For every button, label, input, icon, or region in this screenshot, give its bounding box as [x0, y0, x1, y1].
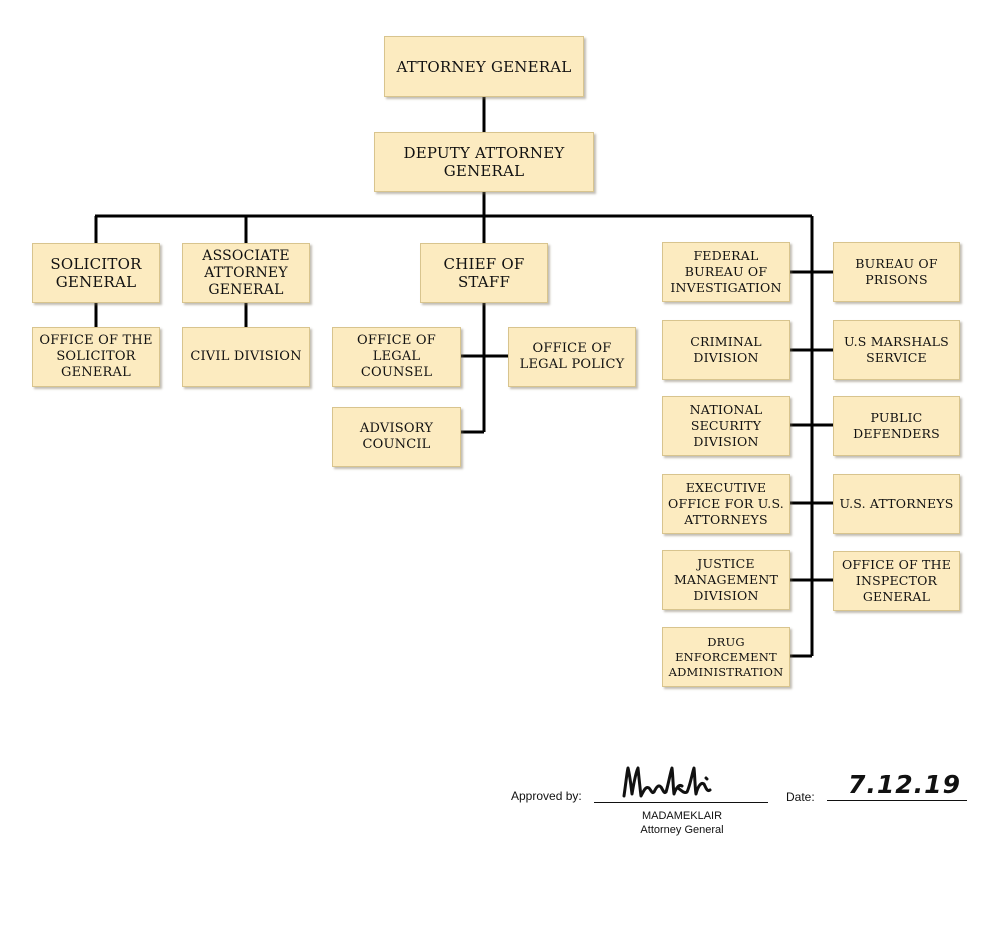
advisory-council-label: ADVISORY COUNCIL [359, 421, 434, 452]
executive-office-us-attorneys-label: EXECUTIVE OFFICE FOR U.S. ATTORNEYS [668, 480, 784, 527]
us-marshals-service-label: U.S MARSHALS SERVICE [844, 334, 949, 365]
approver-name: MADAMEKLAIR [641, 810, 723, 822]
office-legal-counsel-box: OFFICE OF LEGAL COUNSEL [332, 327, 461, 387]
office-solicitor-general-label: OFFICE OF THE SOLICITOR GENERAL [39, 333, 153, 380]
national-security-division-box: NATIONAL SECURITY DIVISION [662, 396, 790, 456]
us-attorneys-label: U.S. ATTORNEYS [839, 496, 954, 511]
date-line [827, 800, 967, 801]
inspector-general-label: OFFICE OF THE INSPECTOR GENERAL [841, 557, 952, 604]
deputy-attorney-general-label: DEPUTY ATTORNEY GENERAL [403, 144, 565, 180]
office-legal-policy-box: OFFICE OF LEGAL POLICY [508, 327, 636, 387]
solicitor-general-label: SOLICITOR GENERAL [50, 255, 142, 291]
fbi-label: FEDERAL BUREAU OF INVESTIGATION [670, 248, 782, 295]
fbi-box: FEDERAL BUREAU OF INVESTIGATION [662, 242, 790, 302]
public-defenders-label: PUBLIC DEFENDERS [853, 410, 940, 441]
approved-by-label: Approved by: [511, 789, 582, 803]
criminal-division-label: CRIMINAL DIVISION [690, 334, 762, 365]
deputy-attorney-general-box: DEPUTY ATTORNEY GENERAL [374, 132, 594, 192]
attorney-general-label: ATTORNEY GENERAL [396, 57, 572, 76]
justice-management-division-box: JUSTICE MANAGEMENT DIVISION [662, 550, 790, 610]
solicitor-general-box: SOLICITOR GENERAL [32, 243, 160, 303]
office-legal-counsel-label: OFFICE OF LEGAL COUNSEL [357, 333, 436, 380]
inspector-general-box: OFFICE OF THE INSPECTOR GENERAL [833, 551, 960, 611]
associate-attorney-general-box: ASSOCIATE ATTORNEY GENERAL [182, 243, 310, 303]
executive-office-us-attorneys-box: EXECUTIVE OFFICE FOR U.S. ATTORNEYS [662, 474, 790, 534]
chief-of-staff-box: CHIEF OF STAFF [420, 243, 548, 303]
office-solicitor-general-box: OFFICE OF THE SOLICITOR GENERAL [32, 327, 160, 387]
national-security-division-label: NATIONAL SECURITY DIVISION [689, 402, 763, 449]
associate-attorney-general-label: ASSOCIATE ATTORNEY GENERAL [202, 247, 290, 298]
chief-of-staff-label: CHIEF OF STAFF [443, 255, 525, 291]
dea-box: DRUG ENFORCEMENT ADMINISTRATION [662, 627, 790, 687]
dea-label: DRUG ENFORCEMENT ADMINISTRATION [668, 634, 784, 679]
criminal-division-box: CRIMINAL DIVISION [662, 320, 790, 380]
date-value: 7.12.19 [848, 770, 961, 799]
us-attorneys-box: U.S. ATTORNEYS [833, 474, 960, 534]
date-label: Date: [786, 790, 815, 804]
advisory-council-box: ADVISORY COUNCIL [332, 407, 461, 467]
signature-line [594, 802, 768, 803]
signature-image [622, 766, 712, 798]
bureau-of-prisons-label: BUREAU OF PRISONS [855, 256, 938, 287]
attorney-general-box: ATTORNEY GENERAL [384, 36, 584, 97]
justice-management-division-label: JUSTICE MANAGEMENT DIVISION [673, 556, 779, 603]
bureau-of-prisons-box: BUREAU OF PRISONS [833, 242, 960, 302]
office-legal-policy-label: OFFICE OF LEGAL POLICY [519, 341, 625, 372]
civil-division-box: CIVIL DIVISION [182, 327, 310, 387]
approver-title: Attorney General [640, 824, 724, 836]
public-defenders-box: PUBLIC DEFENDERS [833, 396, 960, 456]
civil-division-label: CIVIL DIVISION [190, 349, 302, 364]
us-marshals-service-box: U.S MARSHALS SERVICE [833, 320, 960, 380]
